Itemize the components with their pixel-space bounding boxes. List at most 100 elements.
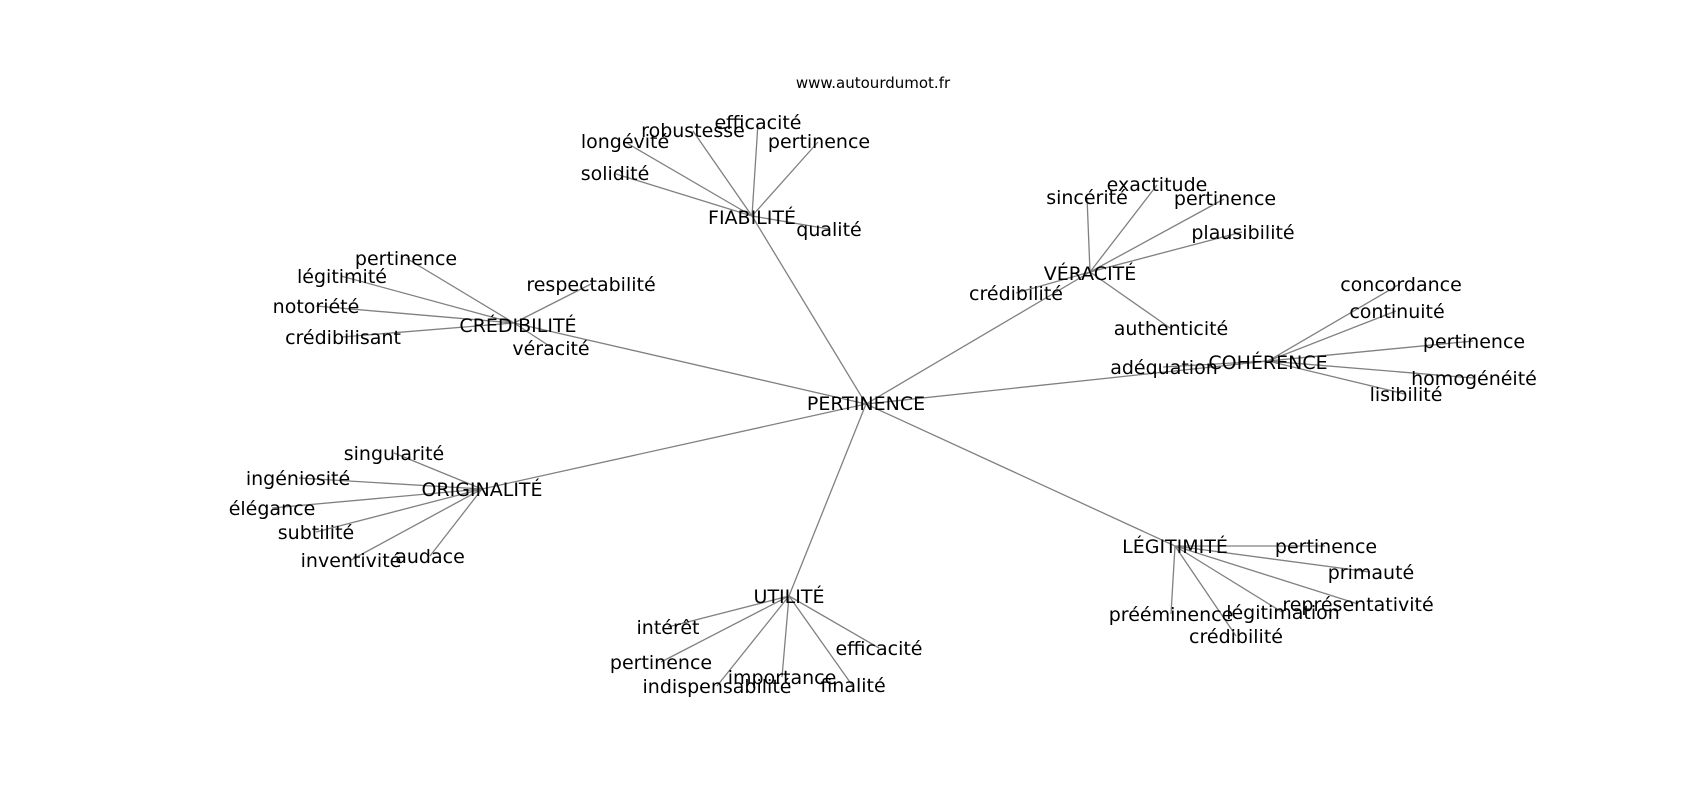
edge-originalite-word-0 [393, 452, 483, 490]
cluster-node-fiabilite[interactable]: FIABILITÉ [708, 206, 796, 229]
edge-center-to-veracite [865, 271, 1091, 405]
edge-originalite-word-4 [350, 488, 483, 561]
edge-veracite-word-3 [1089, 231, 1243, 273]
edge-veracite-word-0 [1086, 196, 1091, 273]
edge-coherence-word-5 [1267, 360, 1406, 395]
word-node-fiabilite-2[interactable]: efficacité [714, 112, 801, 134]
center-node[interactable]: PERTINENCE [807, 393, 925, 415]
word-node-veracite-3[interactable]: plausibilité [1191, 222, 1294, 244]
word-node-originalite-3[interactable]: subtilité [278, 522, 354, 544]
word-node-originalite-2[interactable]: élégance [229, 498, 316, 520]
edge-legitimite-word-1 [1174, 545, 1371, 573]
word-node-coherence-2[interactable]: pertinence [1423, 331, 1525, 353]
word-node-credibilite-5[interactable]: véracité [512, 338, 589, 360]
word-node-veracite-1[interactable]: exactitude [1107, 174, 1208, 196]
word-node-credibilite-2[interactable]: respectabilité [526, 274, 655, 296]
edge-coherence-word-3 [1162, 360, 1269, 368]
word-node-coherence-3[interactable]: adéquation [1110, 357, 1218, 379]
word-node-legitimite-3[interactable]: légitimation [1226, 602, 1340, 624]
word-node-legitimite-4[interactable]: prééminence [1109, 604, 1234, 626]
word-node-legitimite-1[interactable]: primauté [1328, 562, 1414, 584]
word-node-fiabilite-1[interactable]: robustesse [641, 120, 745, 142]
edge-fiabilite-word-4 [615, 173, 753, 217]
cluster-node-originalite[interactable]: ORIGINALITÉ [421, 478, 542, 501]
word-node-coherence-4[interactable]: homogénéité [1411, 368, 1537, 390]
edge-coherence-word-0 [1267, 283, 1401, 362]
edge-veracite-word-1 [1089, 184, 1158, 273]
word-node-fiabilite-0[interactable]: longévité [581, 131, 669, 153]
word-node-veracite-4[interactable]: crédibilité [969, 283, 1063, 305]
word-node-utilite-3[interactable]: importance [728, 667, 837, 689]
edge-fiabilite-word-5 [751, 215, 830, 230]
edge-credibilite-word-4 [341, 322, 515, 338]
word-node-utilite-5[interactable]: finalité [820, 675, 885, 697]
word-node-veracite-2[interactable]: pertinence [1174, 188, 1276, 210]
word-node-utilite-4[interactable]: indispensabilité [643, 676, 792, 698]
edge-credibilite-word-1 [340, 275, 515, 324]
edge-credibilite-word-0 [405, 257, 515, 324]
cluster-node-legitimite[interactable]: LÉGITIMITÉ [1122, 535, 1228, 558]
edge-veracite-word-2 [1089, 198, 1225, 273]
edge-veracite-word-5 [1089, 271, 1171, 329]
edge-center-to-credibilite [513, 322, 867, 405]
word-node-credibilite-0[interactable]: pertinence [355, 248, 457, 270]
edge-utilite-word-1 [788, 595, 880, 649]
edge-utilite-word-3 [781, 595, 790, 678]
edge-utilite-word-0 [667, 595, 790, 628]
word-node-veracite-0[interactable]: sincérité [1046, 187, 1128, 209]
edge-center-to-legitimite [865, 403, 1176, 547]
word-node-credibilite-4[interactable]: crédibilisant [285, 327, 401, 349]
edge-legitimite-word-5 [1174, 545, 1237, 637]
word-node-originalite-0[interactable]: singularité [344, 443, 444, 465]
word-node-utilite-2[interactable]: pertinence [610, 652, 712, 674]
graph-labels: www.autourdumot.fr FIABILITÉ longévitérob… [229, 74, 1537, 698]
edge-legitimite-word-3 [1174, 545, 1283, 613]
word-node-legitimite-0[interactable]: pertinence [1275, 536, 1377, 558]
graph-edges [271, 122, 1474, 687]
edge-originalite-word-1 [298, 477, 483, 490]
cluster-node-utilite[interactable]: UTILITÉ [754, 585, 825, 608]
edge-center-to-coherence [865, 360, 1269, 405]
edge-center-to-utilite [788, 403, 867, 597]
word-node-fiabilite-3[interactable]: pertinence [768, 131, 870, 153]
word-node-fiabilite-5[interactable]: qualité [796, 219, 861, 241]
edge-credibilite-word-3 [315, 305, 515, 324]
word-node-veracite-5[interactable]: authenticité [1114, 318, 1229, 340]
word-node-utilite-1[interactable]: efficacité [835, 638, 922, 660]
cluster-node-veracite[interactable]: VÉRACITÉ [1044, 262, 1137, 285]
edge-utilite-word-4 [716, 595, 790, 687]
edge-veracite-word-4 [1015, 271, 1091, 294]
edge-center-to-fiabilite [751, 215, 867, 405]
edge-coherence-word-4 [1267, 360, 1474, 379]
cluster-node-coherence[interactable]: COHÉRENCE [1208, 351, 1327, 374]
edge-fiabilite-word-3 [751, 141, 819, 217]
edge-originalite-word-2 [271, 488, 483, 509]
edge-originalite-word-3 [315, 488, 483, 533]
edge-utilite-word-5 [788, 595, 853, 686]
edge-fiabilite-word-1 [692, 130, 753, 217]
word-node-fiabilite-4[interactable]: solidité [581, 163, 650, 185]
word-node-credibilite-1[interactable]: légitimité [297, 266, 387, 288]
edge-legitimite-word-2 [1174, 545, 1359, 605]
word-node-legitimite-2[interactable]: représentativité [1282, 594, 1433, 616]
word-node-credibilite-3[interactable]: notoriété [273, 296, 360, 318]
edge-originalite-word-5 [429, 488, 483, 557]
edge-fiabilite-word-2 [751, 122, 759, 217]
cluster-node-credibilite[interactable]: CRÉDIBILITÉ [459, 314, 576, 337]
word-node-originalite-4[interactable]: inventivité [301, 550, 402, 572]
edge-legitimite-word-4 [1170, 545, 1176, 615]
word-node-coherence-5[interactable]: lisibilité [1370, 384, 1443, 406]
site-watermark: www.autourdumot.fr [796, 74, 951, 92]
edge-credibilite-word-5 [513, 322, 552, 348]
word-node-coherence-0[interactable]: concordance [1340, 274, 1462, 296]
word-node-utilite-0[interactable]: intérêt [637, 617, 700, 639]
edge-utilite-word-2 [660, 595, 790, 663]
word-node-legitimite-5[interactable]: crédibilité [1189, 626, 1283, 648]
word-node-originalite-1[interactable]: ingéniosité [246, 468, 350, 490]
edge-center-to-originalite [481, 403, 867, 490]
edge-fiabilite-word-0 [624, 141, 753, 217]
word-node-originalite-5[interactable]: audace [395, 546, 465, 568]
edge-coherence-word-2 [1267, 340, 1474, 362]
word-node-coherence-1[interactable]: continuité [1349, 301, 1444, 323]
